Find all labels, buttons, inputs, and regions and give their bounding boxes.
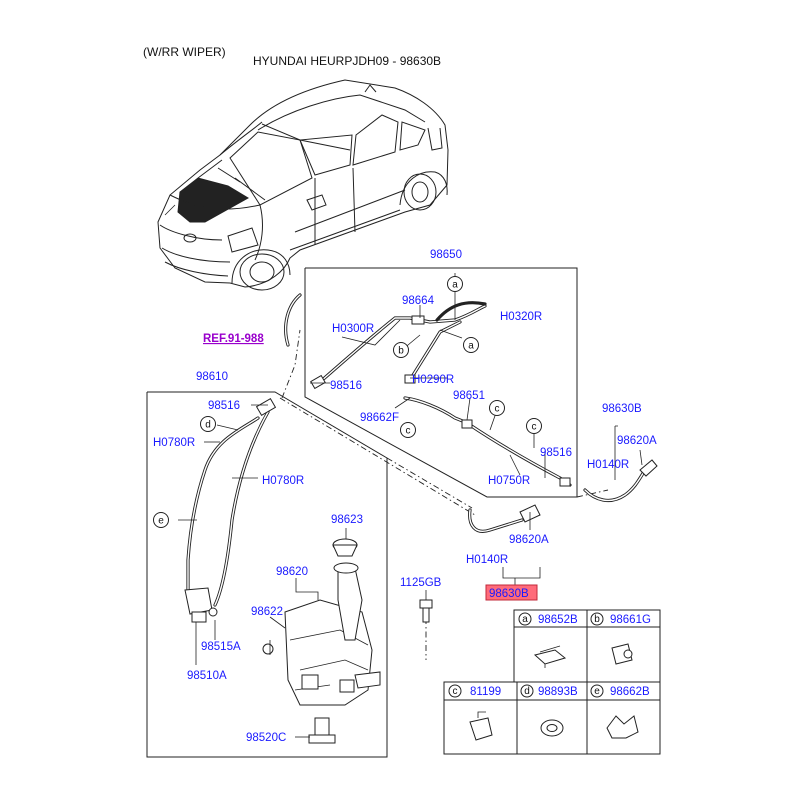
svg-text:98661G: 98661G [610, 614, 651, 626]
mid-hose-h0140r [468, 504, 541, 585]
label-1125gb: 1125GB [400, 577, 442, 589]
svg-text:b: b [594, 614, 600, 625]
rear-hose-assembly [310, 273, 572, 487]
label-98620a-right: 98620A [617, 435, 657, 447]
label-ref-91-988[interactable]: REF.91-988 [203, 333, 264, 345]
callout-e1: e [153, 512, 169, 528]
svg-text:a: a [468, 341, 474, 352]
svg-text:98630B: 98630B [489, 588, 529, 600]
callout-d1: d [200, 416, 216, 432]
label-h0140r-right: H0140R [587, 459, 629, 471]
legend-cell-c[interactable]: c 81199 [448, 684, 501, 741]
label-98650: 98650 [430, 249, 462, 261]
washer-tank-assembly [178, 397, 433, 744]
callout-b1: b [393, 342, 409, 358]
svg-text:c: c [453, 686, 458, 697]
svg-text:81199: 81199 [470, 686, 501, 698]
label-98516-left: 98516 [208, 400, 240, 412]
vehicle-illustration [157, 79, 449, 291]
label-h0780r-mid: H0780R [262, 475, 304, 487]
label-98516-right: 98516 [540, 447, 572, 459]
svg-text:a: a [452, 280, 458, 291]
label-98610: 98610 [196, 371, 228, 383]
label-98623: 98623 [331, 514, 363, 526]
callout-c2: c [489, 400, 505, 416]
svg-text:c: c [495, 404, 500, 415]
callout-c1: c [400, 422, 416, 438]
label-h0140r-mid: H0140R [466, 554, 508, 566]
svg-text:e: e [158, 516, 164, 527]
label-h0300r: H0300R [332, 323, 374, 335]
callout-a1: a [447, 276, 463, 292]
svg-text:d: d [524, 686, 530, 697]
label-98516-top: 98516 [330, 380, 362, 392]
label-98620a-mid: 98620A [509, 534, 549, 546]
part-labels: 98650 98664 H0320R H0300R REF.91-988 985… [153, 249, 657, 744]
svg-text:c: c [406, 426, 411, 437]
label-98662f: 98662F [360, 412, 399, 424]
label-h0780r-left: H0780R [153, 437, 195, 449]
svg-text:c: c [532, 422, 537, 433]
callout-a2: a [463, 337, 479, 353]
connector-lines [279, 329, 609, 660]
svg-text:e: e [594, 686, 600, 697]
legend-cell-b[interactable]: b 98661G [590, 612, 651, 665]
label-98622: 98622 [251, 606, 283, 618]
right-hose-98630b [583, 425, 658, 503]
clip-icon [469, 717, 493, 741]
legend-cell-a[interactable]: a 98652B [518, 612, 578, 668]
callout-c3: c [526, 418, 542, 434]
label-98664: 98664 [402, 295, 435, 307]
box-frames [146, 267, 578, 758]
svg-text:98652B: 98652B [538, 614, 578, 626]
highlighted-part-98630b[interactable]: 98630B [485, 584, 538, 601]
label-98520c: 98520C [246, 732, 286, 744]
label-98630b-right: 98630B [602, 403, 642, 415]
label-h0750r: H0750R [488, 475, 530, 487]
legend-cell-e[interactable]: e 98662B [590, 684, 650, 739]
catalog-reference: HYUNDAI HEURPJDH09 - 98630B [253, 54, 442, 68]
variant-label: (W/RR WIPER) [143, 45, 226, 59]
label-98515a: 98515A [201, 641, 241, 653]
connector-icon [611, 643, 633, 665]
legend-cell-d[interactable]: d 98893B [520, 684, 578, 737]
label-h0290r: H0290R [412, 374, 454, 386]
label-98651: 98651 [453, 390, 485, 402]
svg-text:d: d [205, 420, 211, 431]
svg-text:98893B: 98893B [538, 686, 578, 698]
svg-text:98662B: 98662B [610, 686, 650, 698]
clip-icon [533, 649, 567, 665]
label-h0320r: H0320R [500, 311, 542, 323]
joint-icon [606, 715, 639, 739]
label-98510a: 98510A [187, 670, 227, 682]
svg-text:a: a [522, 614, 528, 625]
label-98620: 98620 [276, 566, 308, 578]
svg-text:b: b [398, 346, 404, 357]
legend-table: a 98652B b 98661G c 81199 d 98893B [443, 609, 661, 755]
